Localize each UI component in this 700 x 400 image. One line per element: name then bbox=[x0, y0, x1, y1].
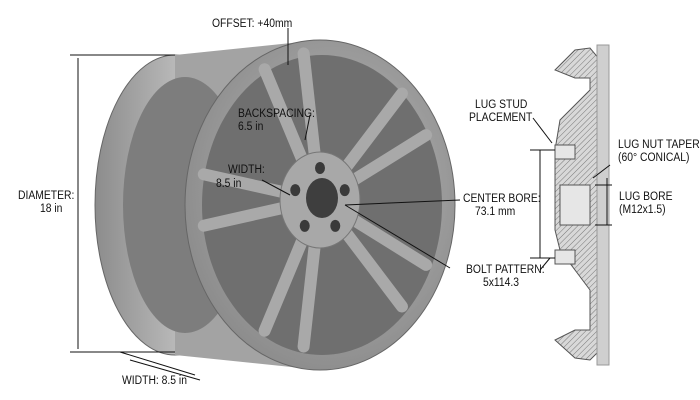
offset-label: OFFSET: +40mm bbox=[212, 18, 293, 30]
spoke bbox=[340, 227, 408, 313]
spoke bbox=[297, 239, 321, 353]
wheel-face bbox=[184, 39, 456, 371]
lug-hole bbox=[290, 184, 301, 197]
backspacing-label-title: BACKSPACING: bbox=[238, 108, 315, 120]
lug-stud-label-line1: LUG STUD bbox=[475, 99, 528, 111]
spoke bbox=[297, 47, 321, 161]
lug-hole bbox=[299, 219, 310, 232]
lug-nut-taper-label-line1: LUG NUT TAPER bbox=[618, 139, 700, 151]
diameter-label-value: 18 in bbox=[40, 203, 63, 215]
spoke bbox=[348, 129, 433, 186]
center-bore-label-value: 73.1 mm bbox=[475, 206, 516, 218]
lug-hole bbox=[315, 162, 325, 174]
spoke bbox=[197, 168, 289, 199]
lug-bore-label-line2: (M12x1.5) bbox=[619, 204, 666, 216]
spoke bbox=[348, 214, 433, 271]
spoke bbox=[258, 234, 309, 337]
lug-stud-label-line2: PLACEMENT bbox=[469, 112, 533, 124]
width-front-label-value: 8.5 in bbox=[216, 178, 242, 190]
width-bottom-label: WIDTH: 8.5 in bbox=[122, 375, 187, 387]
lug-hole bbox=[339, 184, 350, 197]
spoke bbox=[340, 87, 408, 173]
center-bore-label-title: CENTER BORE: bbox=[463, 193, 541, 205]
wheel-cross-section bbox=[554, 44, 610, 366]
diameter-label-title: DIAMETER: bbox=[18, 190, 75, 202]
bolt-pattern-label-title: BOLT PATTERN: bbox=[466, 264, 545, 276]
width-front-label-title: WIDTH: bbox=[228, 164, 265, 176]
backspacing-label-value: 6.5 in bbox=[238, 121, 264, 133]
spoke bbox=[197, 201, 289, 232]
lug-hole bbox=[330, 219, 341, 232]
bolt-pattern-label-value: 5x114.3 bbox=[483, 277, 520, 289]
dimension-lines bbox=[70, 28, 612, 381]
lug-nut-taper-label-line2: (60° CONICAL) bbox=[618, 152, 690, 164]
lug-bore-label-line1: LUG BORE bbox=[619, 191, 673, 203]
spoke bbox=[258, 63, 309, 166]
